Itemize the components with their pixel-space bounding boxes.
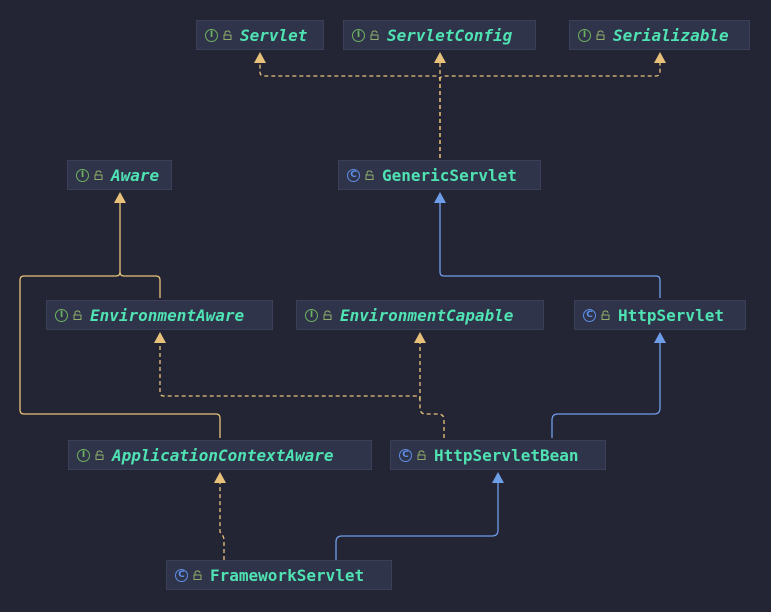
node-servletconfig[interactable]: I ServletConfig [343,20,536,50]
node-label: HttpServletBean [434,445,579,465]
node-serializable[interactable]: I Serializable [569,20,750,50]
node-label: HttpServlet [618,305,724,325]
node-aware[interactable]: I Aware [67,160,172,190]
public-access-icon [365,170,374,180]
public-access-icon [596,30,605,40]
edge-httpservlet-genericservlet [439,202,661,298]
node-label: Serializable [613,25,729,45]
arrowhead-applicationcontextaware [214,472,226,483]
edge-frameworkservlet-applicationcontextaware [219,482,225,560]
public-access-icon [193,570,202,580]
interface-icon: I [305,308,318,322]
node-genericservlet[interactable]: C GenericServlet [338,160,541,190]
public-access-icon [417,450,426,460]
arrowhead-genericservlet [434,192,446,203]
node-frameworkservlet[interactable]: C FrameworkServlet [166,560,392,590]
class-icon: C [347,168,360,182]
edge-httpservletbean-environmentaware [159,342,445,438]
arrowhead-environmentaware [154,332,166,343]
node-label: FrameworkServlet [210,565,365,585]
node-label: GenericServlet [382,165,517,185]
class-icon: C [175,568,188,582]
node-label: ServletConfig [387,25,513,45]
edge-frameworkservlet-httpservletbean [335,482,499,560]
node-environmentcapable[interactable]: I EnvironmentCapable [296,300,544,330]
interface-icon: I [578,28,591,42]
node-label: Servlet [240,25,308,45]
node-applicationcontextaware[interactable]: I ApplicationContextAware [68,440,372,470]
arrowhead-serializable [654,52,666,63]
arrowhead-servletconfig [434,52,446,63]
edge-genericservlet-servlet [259,62,441,158]
arrowhead-servlet [254,52,266,63]
public-access-icon [94,170,103,180]
node-httpservletbean[interactable]: C HttpServletBean [390,440,606,470]
edge-applicationcontextaware-aware [19,271,221,438]
node-httpservlet[interactable]: C HttpServlet [574,300,746,330]
public-access-icon [223,30,232,40]
public-access-icon [323,310,332,320]
arrowhead-environmentcapable [414,332,426,343]
interface-icon: I [77,448,90,462]
arrowhead-httpservlet [654,332,666,343]
node-servlet[interactable]: I Servlet [196,20,324,50]
node-label: Aware [111,165,160,185]
arrowhead-httpservletbean [492,472,504,483]
node-label: EnvironmentAware [90,305,245,325]
interface-icon: I [76,168,89,182]
interface-icon: I [55,308,68,322]
edge-httpservletbean-httpservlet [551,342,661,438]
node-label: EnvironmentCapable [340,305,514,325]
public-access-icon [601,310,610,320]
node-label: ApplicationContextAware [112,445,334,465]
node-environmentaware[interactable]: I EnvironmentAware [46,300,273,330]
arrowhead-aware [114,192,126,203]
interface-icon: I [352,28,365,42]
public-access-icon [73,310,82,320]
class-icon: C [399,448,412,462]
public-access-icon [95,450,104,460]
edge-genericservlet-serializable [439,62,661,81]
public-access-icon [370,30,379,40]
interface-icon: I [205,28,218,42]
edge-environmentaware-aware [119,202,161,298]
class-icon: C [583,308,596,322]
